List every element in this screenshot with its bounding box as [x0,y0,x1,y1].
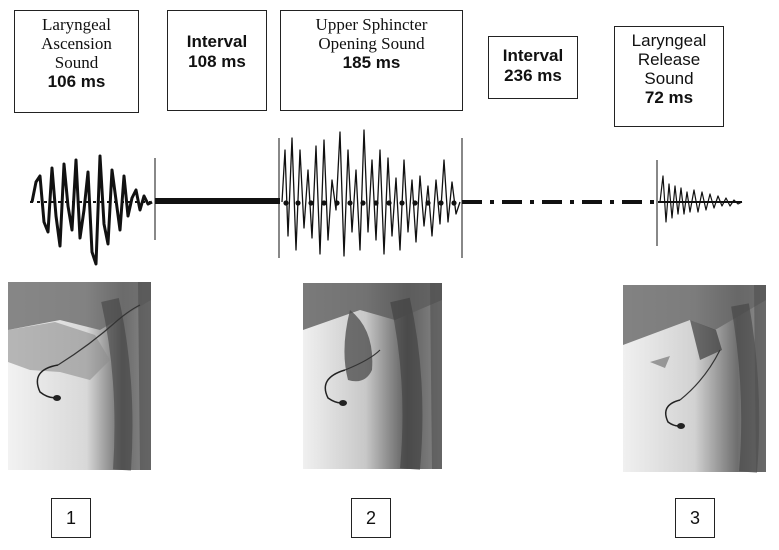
frame-number-2: 2 [351,498,391,538]
upper-sphincter-box: Upper Sphincter Opening Sound 185 ms [280,10,463,111]
frame-number-1: 1 [51,498,91,538]
fluoroscopy-frame-2 [303,283,442,470]
box-text-line: Ascension [41,34,112,53]
interval-box-1: Interval 108 ms [167,10,267,111]
interval-label: Interval [502,46,564,65]
waveform-segment-3 [659,175,743,223]
duration-label: 106 ms [47,72,106,91]
duration-label: 72 ms [644,88,694,107]
waveform-segment-1 [30,154,153,266]
box-text-line: Sound [54,53,99,72]
box-text-line: Laryngeal [42,15,111,34]
interval-label: Interval [186,32,248,51]
box-text-line: Opening Sound [318,34,425,53]
duration-label: 185 ms [342,53,401,72]
duration-label: 108 ms [188,52,246,71]
box-text-line: Sound [644,69,694,88]
fluoroscopy-frame-3 [623,285,766,473]
box-text-line: Laryngeal [631,31,707,50]
laryngeal-release-box: Laryngeal Release Sound 72 ms [614,26,724,127]
duration-label: 236 ms [504,66,562,85]
box-text-line: Release [637,50,701,69]
laryngeal-ascension-box: Laryngeal Ascension Sound 106 ms [14,10,139,113]
fluoroscopy-frame-1 [8,282,151,471]
dotted-baseline-2 [283,200,457,206]
frame-number-3: 3 [675,498,715,538]
box-text-line: Upper Sphincter [315,15,428,34]
interval-box-2: Interval 236 ms [488,36,578,99]
